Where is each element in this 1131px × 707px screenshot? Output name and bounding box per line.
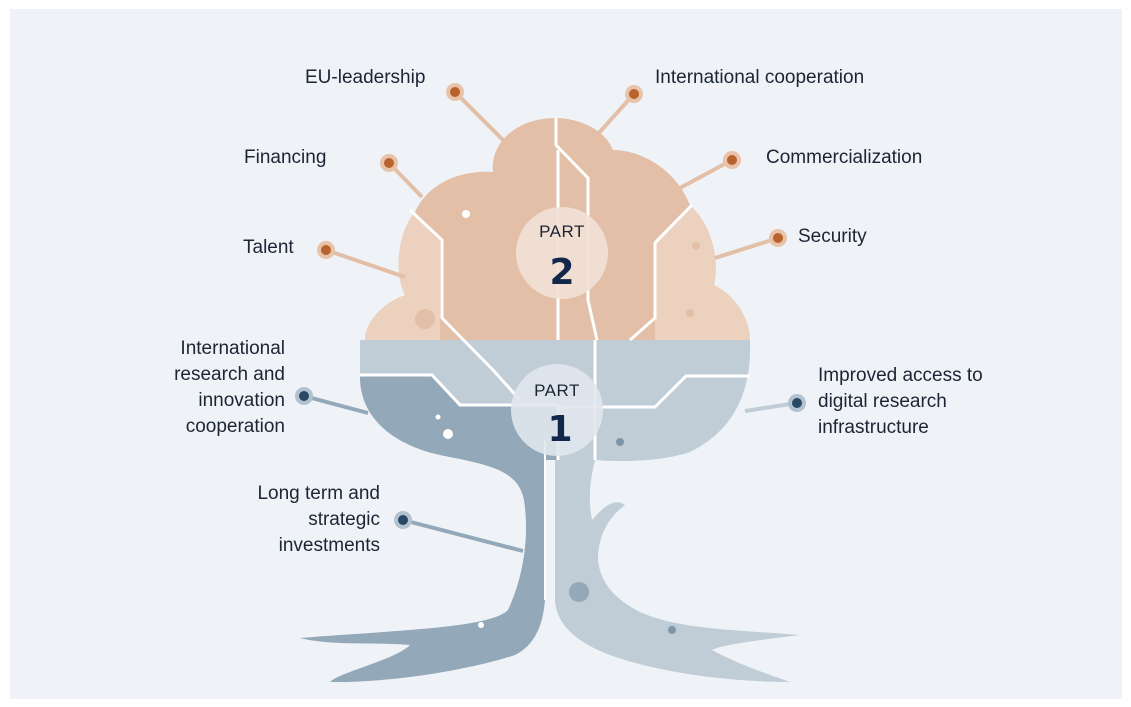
part1-connector-dots xyxy=(295,387,806,529)
part2-branch-line-left xyxy=(408,208,522,402)
part2-connectors xyxy=(325,90,779,279)
part1-crown-right xyxy=(558,340,751,462)
label-talent: Talent xyxy=(243,237,294,258)
part1-number: 1 xyxy=(547,409,572,450)
label-security: Security xyxy=(798,226,867,247)
part2-crown-light-right xyxy=(655,205,750,340)
part1-trunk-right xyxy=(555,460,800,682)
part1-region xyxy=(300,340,800,683)
part2-branch-line-center xyxy=(554,118,599,341)
part2-badge: PART 2 xyxy=(516,207,608,299)
label-international-cooperation: International cooperation xyxy=(655,67,865,88)
part2-word: PART xyxy=(539,222,585,241)
part1-branch-line-right xyxy=(560,374,750,409)
part2-number: 2 xyxy=(549,252,574,293)
label-eu-leadership: EU-leadership xyxy=(305,67,426,88)
part1-badge: PART 1 xyxy=(511,364,603,456)
label-commercialization: Commercialization xyxy=(766,147,923,168)
part2-branch-line-right xyxy=(629,203,694,342)
part1-word: PART xyxy=(534,381,580,400)
part1-branch-line-left xyxy=(360,373,558,407)
label-improved-access: Improved access to digital research infr… xyxy=(818,365,983,438)
label-intl-research-innovation: International research and innovation co… xyxy=(174,338,285,437)
part2-connector-dots xyxy=(317,83,787,259)
label-financing: Financing xyxy=(244,147,327,168)
label-long-term-investments: Long term and strategic investments xyxy=(257,483,380,556)
part1-connectors xyxy=(303,394,524,553)
